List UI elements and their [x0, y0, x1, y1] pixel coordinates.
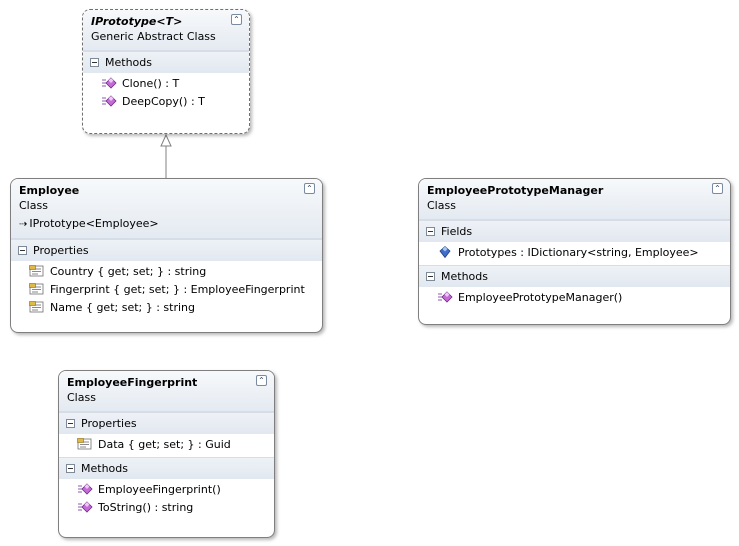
section-header-methods[interactable]: Methods: [83, 51, 249, 73]
class-stereotype: Class: [19, 199, 48, 212]
member-property[interactable]: Data { get; set; } : Guid: [59, 436, 274, 454]
method-icon: [77, 501, 93, 513]
collapse-toggle-button[interactable]: ⌃: [304, 183, 315, 194]
section-header-methods[interactable]: Methods: [59, 457, 274, 479]
section-title: Properties: [33, 244, 89, 257]
member-list: EmployeePrototypeManager(): [419, 287, 730, 310]
class-header: EmployeeFingerprint Class ⌃: [59, 371, 274, 412]
member-property[interactable]: Name { get; set; } : string: [11, 299, 322, 317]
member-method[interactable]: Clone() : T: [83, 75, 249, 93]
class-stereotype: Class: [67, 391, 96, 404]
member-label: Data { get; set; } : Guid: [98, 438, 231, 451]
implements-interface: IPrototype<Employee>: [29, 217, 159, 230]
section-header-methods[interactable]: Methods: [419, 265, 730, 287]
class-name: EmployeePrototypeManager: [427, 184, 604, 197]
member-label: Name { get; set; } : string: [50, 301, 195, 314]
member-method[interactable]: DeepCopy() : T: [83, 93, 249, 111]
member-list: Country { get; set; } : string Fingerpri…: [11, 261, 322, 320]
member-list: EmployeeFingerprint() ToString() : strin…: [59, 479, 274, 520]
section-title: Properties: [81, 417, 137, 430]
property-icon: [29, 265, 45, 277]
collapse-section-icon[interactable]: [66, 419, 75, 428]
member-property[interactable]: Country { get; set; } : string: [11, 263, 322, 281]
collapse-toggle-button[interactable]: ⌃: [231, 14, 242, 25]
class-employee[interactable]: Employee Class ⇢IPrototype<Employee> ⌃ P…: [10, 178, 323, 333]
collapse-toggle-button[interactable]: ⌃: [256, 375, 267, 386]
class-iprototype[interactable]: IPrototype<T> Generic Abstract Class ⌃ M…: [82, 9, 250, 134]
collapse-toggle-button[interactable]: ⌃: [712, 183, 723, 194]
section-header-fields[interactable]: Fields: [419, 220, 730, 242]
class-employee-prototype-manager[interactable]: EmployeePrototypeManager Class ⌃ Fields …: [418, 178, 731, 325]
member-property[interactable]: Fingerprint { get; set; } : EmployeeFing…: [11, 281, 322, 299]
member-field[interactable]: Prototypes : IDictionary<string, Employe…: [419, 244, 730, 262]
inheritance-arrowhead: [160, 133, 172, 147]
member-label: Clone() : T: [122, 77, 180, 90]
member-method[interactable]: EmployeePrototypeManager(): [419, 289, 730, 307]
class-stereotype: Class: [427, 199, 456, 212]
member-label: Country { get; set; } : string: [50, 265, 207, 278]
method-icon: [77, 483, 93, 495]
property-icon: [77, 438, 93, 450]
member-method[interactable]: ToString() : string: [59, 499, 274, 517]
class-name: EmployeeFingerprint: [67, 376, 198, 389]
property-icon: [29, 301, 45, 313]
member-method[interactable]: EmployeeFingerprint(): [59, 481, 274, 499]
member-label: EmployeeFingerprint(): [98, 483, 221, 496]
class-stereotype: Generic Abstract Class: [91, 30, 216, 43]
member-label: DeepCopy() : T: [122, 95, 205, 108]
property-icon: [29, 283, 45, 295]
field-icon: [437, 246, 453, 258]
member-label: EmployeePrototypeManager(): [458, 291, 623, 304]
implements-label: ⇢IPrototype<Employee>: [19, 216, 314, 232]
member-label: Fingerprint { get; set; } : EmployeeFing…: [50, 283, 305, 296]
collapse-section-icon[interactable]: [426, 272, 435, 281]
method-icon: [101, 77, 117, 89]
class-employee-fingerprint[interactable]: EmployeeFingerprint Class ⌃ Properties D…: [58, 370, 275, 538]
collapse-section-icon[interactable]: [90, 58, 99, 67]
section-header-properties[interactable]: Properties: [11, 239, 322, 261]
member-list: Data { get; set; } : Guid: [59, 434, 274, 457]
class-header: IPrototype<T> Generic Abstract Class ⌃: [83, 10, 249, 51]
class-header: EmployeePrototypeManager Class ⌃: [419, 179, 730, 220]
member-list: Prototypes : IDictionary<string, Employe…: [419, 242, 730, 265]
member-label: Prototypes : IDictionary<string, Employe…: [458, 246, 699, 259]
collapse-section-icon[interactable]: [18, 246, 27, 255]
collapse-section-icon[interactable]: [426, 227, 435, 236]
class-name: IPrototype<T>: [91, 15, 183, 28]
section-header-properties[interactable]: Properties: [59, 412, 274, 434]
method-icon: [437, 291, 453, 303]
collapse-section-icon[interactable]: [66, 464, 75, 473]
section-title: Methods: [105, 56, 152, 69]
section-title: Methods: [441, 270, 488, 283]
section-title: Fields: [441, 225, 473, 238]
method-icon: [101, 95, 117, 107]
member-list: Clone() : T DeepCopy() : T: [83, 73, 249, 114]
section-title: Methods: [81, 462, 128, 475]
class-header: Employee Class ⇢IPrototype<Employee> ⌃: [11, 179, 322, 239]
member-label: ToString() : string: [98, 501, 194, 514]
implements-arrow-icon: ⇢: [19, 219, 28, 230]
class-name: Employee: [19, 184, 80, 197]
